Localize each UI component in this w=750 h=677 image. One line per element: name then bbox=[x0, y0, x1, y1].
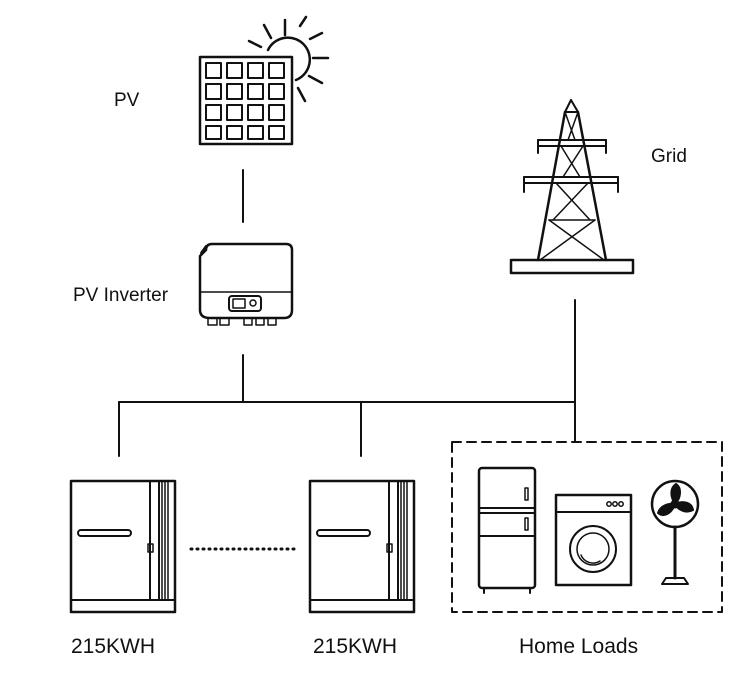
transmission-tower-icon bbox=[509, 99, 635, 275]
pv-label: PV bbox=[114, 90, 140, 111]
battery-left-label: 215KWH bbox=[71, 635, 156, 658]
solar-panel-sun-icon bbox=[198, 15, 330, 146]
connection-lines bbox=[118, 169, 576, 457]
grid-label: Grid bbox=[651, 146, 687, 167]
battery-right-label: 215KWH bbox=[313, 635, 398, 658]
home-loads-label: Home Loads bbox=[519, 635, 639, 658]
washing-machine-icon bbox=[554, 493, 633, 587]
home-loads-box bbox=[451, 441, 723, 613]
pv-inverter-icon bbox=[198, 242, 294, 326]
battery-cabinet-icon bbox=[308, 479, 416, 614]
pv-inverter-label: PV Inverter bbox=[73, 285, 169, 306]
refrigerator-icon bbox=[477, 466, 537, 594]
battery-cabinet-icon bbox=[69, 479, 177, 614]
standing-fan-icon bbox=[650, 479, 700, 585]
